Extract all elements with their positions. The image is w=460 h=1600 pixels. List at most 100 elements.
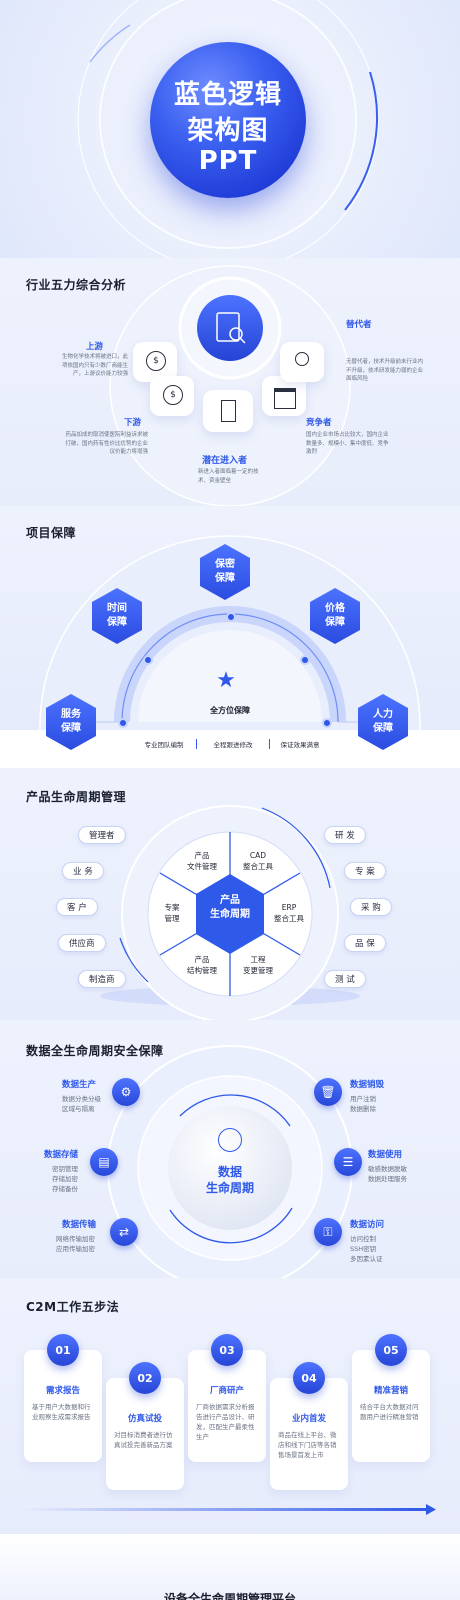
lifecycle-segment: 专案 管理 bbox=[164, 903, 180, 923]
section-title: 数据全生命周期安全保障 bbox=[26, 1044, 164, 1058]
step-number: 03 bbox=[211, 1334, 243, 1366]
arc-dot bbox=[322, 718, 332, 728]
destroy-icon: 🗑 bbox=[314, 1078, 342, 1106]
lifecycle-segment: 工程 变更管理 bbox=[243, 955, 273, 975]
step-desc: 厂商依据需求分析报告进行产品设计、研发，匹配生产最柔性生产 bbox=[196, 1403, 255, 1441]
role-pill-left: 管理者 bbox=[78, 826, 126, 844]
data-stage-desc: 密钥管理 存储加密 存储备份 bbox=[52, 1165, 78, 1193]
step-card bbox=[188, 1350, 266, 1462]
arc-dot bbox=[300, 655, 310, 665]
data-stage-desc: 访问控制 SSH密钥 多因素认证 bbox=[350, 1235, 383, 1263]
role-pill-left: 客 户 bbox=[56, 898, 98, 916]
data-stage-title: 数据存储 bbox=[44, 1150, 79, 1160]
section-title: 项目保障 bbox=[26, 526, 77, 540]
force-entrant-desc: 新进入者面临着一定的技术、资金壁垒 bbox=[198, 469, 259, 484]
role-pill-right: 测 试 bbox=[324, 970, 366, 988]
storage-icon: ▤ bbox=[90, 1148, 118, 1176]
hero-title-badge: 蓝色逻辑 架构图 PPT bbox=[150, 42, 306, 198]
usage-icon: ☰ bbox=[334, 1148, 362, 1176]
step-card bbox=[106, 1378, 184, 1490]
data-stage-title: 数据生产 bbox=[62, 1080, 97, 1090]
data-stage-title: 数据销毁 bbox=[350, 1080, 385, 1090]
data-stage-title: 数据传输 bbox=[62, 1220, 97, 1230]
role-pill-right: 研 发 bbox=[324, 826, 366, 844]
dollar-hand-icon: $ bbox=[163, 385, 183, 405]
production-icon: ⚙ bbox=[112, 1078, 140, 1106]
guarantee-center-label: 全方位保障 bbox=[210, 706, 250, 715]
section-title: C2M工作五步法 bbox=[26, 1300, 120, 1314]
petal-upstream: $ bbox=[133, 342, 177, 382]
section-title: 设备全生命周期管理平台 bbox=[163, 1592, 296, 1600]
c2m-section: C2M工作五步法 01 需求报告 基于用户大数据和行业观察生成需求报告 02 仿… bbox=[0, 1278, 460, 1534]
lifecycle-segment: 产品 文件管理 bbox=[187, 851, 217, 871]
hero-section: 蓝色逻辑 架构图 PPT bbox=[0, 0, 460, 258]
lifecycle-segment: CAD 整合工具 bbox=[243, 851, 273, 871]
petal-downstream: $ bbox=[150, 376, 194, 416]
force-competitor-desc: 国内企业市场占比较大，国内企业数量多、规模小、集中度低、竞争激烈 bbox=[306, 432, 389, 455]
guarantee-tag: 保证效果满意 bbox=[280, 741, 320, 749]
step-card bbox=[270, 1378, 348, 1490]
data-security-section: 数据全生命周期安全保障 数据 生命周期 ⚙ 数据生产 数据分类分级 区域与隔离 … bbox=[0, 1020, 460, 1278]
step-title: 需求报告 bbox=[45, 1386, 80, 1396]
data-stage-desc: 用户注销 数据删除 bbox=[350, 1095, 376, 1113]
people-icon bbox=[295, 352, 309, 366]
step-number: 04 bbox=[293, 1362, 325, 1394]
guarantee-tag: 全程跟进修改 bbox=[196, 739, 270, 749]
role-pill-right: 品 保 bbox=[344, 934, 386, 952]
progress-arrow bbox=[24, 1504, 436, 1515]
five-forces-section: 行业五力综合分析 $ $ 上游 生物化学技术将被进口，此项依国内只有少数厂商能生… bbox=[0, 258, 460, 506]
data-lifecycle-center-label: 数据 生命周期 bbox=[205, 1165, 254, 1195]
data-stage-desc: 数据分类分级 区域与隔离 bbox=[62, 1095, 101, 1113]
force-downstream-desc: 药品加成的取消使医院利益诉求被打破，国内药有性价比优势的企业议价能力将增强 bbox=[65, 432, 148, 455]
step-card bbox=[352, 1350, 430, 1462]
step-number: 05 bbox=[375, 1334, 407, 1366]
force-competitor-title: 竞争者 bbox=[306, 418, 332, 428]
role-pill-left: 供应商 bbox=[58, 934, 106, 952]
arc-dot bbox=[226, 612, 236, 622]
section-title: 行业五力综合分析 bbox=[26, 278, 127, 292]
data-stage-desc: 敏感数据脱敏 数据处理服务 bbox=[368, 1165, 407, 1183]
petal-entrant bbox=[203, 390, 253, 432]
force-upstream-title: 上游 bbox=[86, 342, 104, 352]
coins-icon: $ bbox=[146, 351, 166, 371]
data-stage-desc: 网络传输加密 应用传输加密 bbox=[56, 1235, 95, 1253]
role-pill-left: 业 务 bbox=[62, 862, 104, 880]
section-title: 产品生命周期管理 bbox=[26, 790, 127, 804]
step-number: 01 bbox=[47, 1334, 79, 1366]
step-desc: 结合平台大数据对问题用户进行精准营销 bbox=[360, 1403, 419, 1421]
hero-decor bbox=[77, 0, 379, 258]
force-downstream-title: 下游 bbox=[124, 418, 142, 428]
step-desc: 商品在线上平台、微店和线下门店等各销售场景首发上市 bbox=[278, 1431, 337, 1459]
petal-substitute bbox=[280, 342, 324, 382]
hero-title-line1: 蓝色逻辑 bbox=[173, 80, 282, 110]
force-substitute-desc: 无替代者，技术升级前未行业内不升级，技术研发能力弱的企业面临风险 bbox=[346, 359, 424, 382]
lifecycle-wheel bbox=[100, 805, 360, 1020]
arc-dot bbox=[143, 655, 153, 665]
transfer-icon: ⇄ bbox=[110, 1218, 138, 1246]
force-upstream-desc: 生物化学技术将被进口，此项依国内只有少数厂商能生产，上游议价能力较强 bbox=[61, 354, 128, 377]
lifecycle-center-label: 产品 生命周期 bbox=[210, 895, 250, 920]
step-title: 精准营销 bbox=[373, 1386, 408, 1396]
guarantee-tag: 专业团队编制 bbox=[144, 741, 184, 749]
step-number: 02 bbox=[129, 1362, 161, 1394]
step-title: 仿真试投 bbox=[127, 1414, 162, 1424]
thumbs-up-icon: ★ bbox=[216, 668, 236, 693]
role-pill-right: 专 案 bbox=[344, 862, 386, 880]
force-entrant-title: 潜在进入者 bbox=[202, 456, 248, 466]
lifecycle-segment: ERP 整合工具 bbox=[274, 903, 304, 923]
role-pill-right: 采 购 bbox=[350, 898, 392, 916]
database-icon bbox=[218, 1128, 242, 1152]
hero-title-line3: PPT bbox=[198, 146, 258, 176]
arc-dot bbox=[118, 718, 128, 728]
role-pill-left: 制造商 bbox=[78, 970, 126, 988]
device-platform-section: 设备全生命周期管理平台 bbox=[0, 1534, 460, 1600]
door-icon bbox=[221, 400, 236, 422]
force-substitute-title: 替代者 bbox=[346, 320, 372, 330]
data-stage-title: 数据使用 bbox=[368, 1150, 403, 1160]
step-desc: 基于用户大数据和行业观察生成需求报告 bbox=[32, 1403, 91, 1421]
project-guarantee-section: 项目保障 服务 保障 时间 保障 保密 保障 价格 保障 人力 保障 ★ 全方位… bbox=[0, 506, 460, 768]
five-forces-diagram bbox=[109, 265, 351, 506]
data-stage-title: 数据访问 bbox=[350, 1220, 385, 1230]
hero-title-line2: 架构图 bbox=[187, 116, 269, 146]
petal-competitor bbox=[262, 376, 306, 416]
